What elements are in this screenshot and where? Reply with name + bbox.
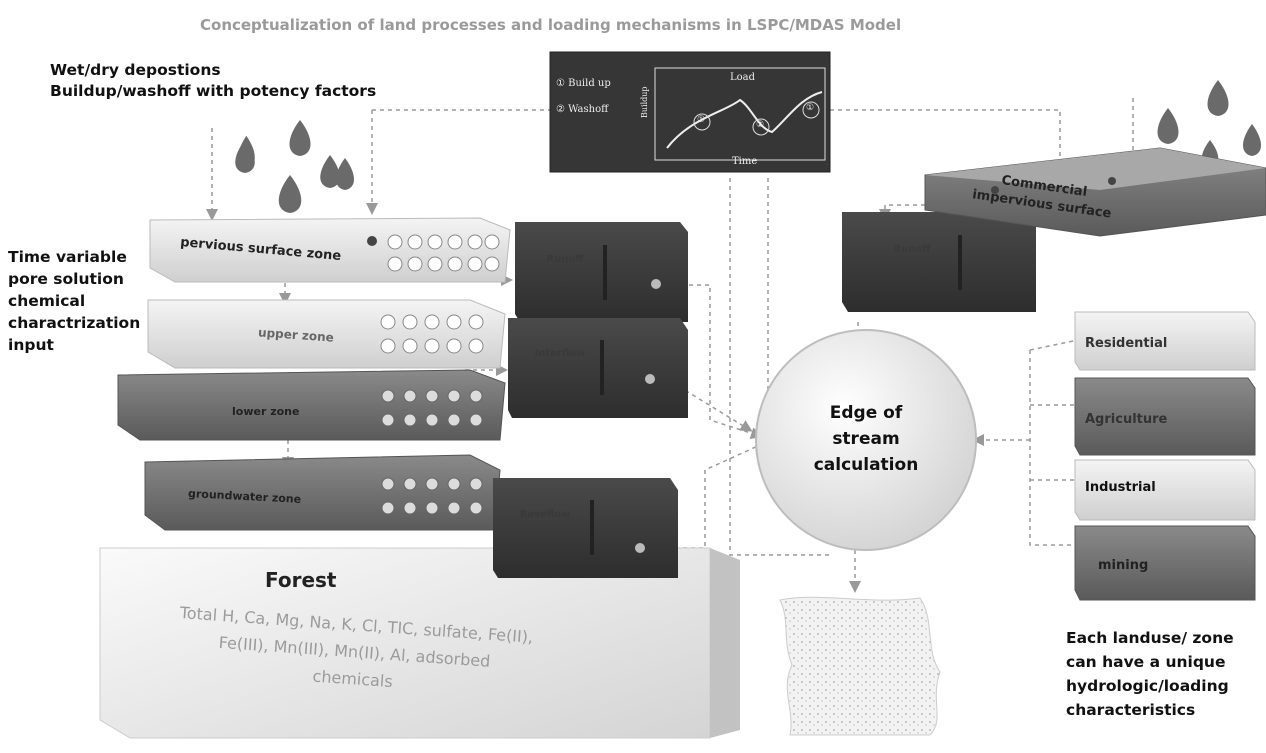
edge-of-stream-label: Edge of stream calculation <box>776 400 956 478</box>
landuse-note-line-1: Each landuse/ zone <box>1066 629 1234 647</box>
pore-note-line-3: chemical <box>8 292 86 310</box>
runoff-loadings-box <box>515 222 688 322</box>
landuse-agriculture-label: Agriculture <box>1085 412 1168 427</box>
baseflow-loadings-box <box>493 478 678 578</box>
baseflow-label-line-2: loadings <box>521 528 569 539</box>
lower-zone-label: lower zone <box>232 405 300 418</box>
diagram-title: Conceptualization of land processes and … <box>200 16 902 34</box>
landuse-mining-label: mining <box>1098 558 1149 573</box>
pore-note-line-2: pore solution <box>8 270 124 288</box>
landuse-note-line-2: can have a unique <box>1066 653 1226 671</box>
landuse-residential-label: Residential <box>1085 336 1168 351</box>
runoff-loadings-label: Runoff loadings <box>530 250 600 288</box>
baseflow-loadings-label: Baseflow loadings <box>505 505 585 543</box>
circle-line-1: Edge of <box>829 403 903 423</box>
pore-note-line-5: input <box>8 336 54 354</box>
pore-solution-note: Time variable pore solution chemical cha… <box>8 246 140 356</box>
chart-top-label: Load <box>730 72 756 83</box>
runoff-label-line-2: loadings <box>541 273 589 284</box>
landuse-stack <box>1074 311 1256 601</box>
forest-title: Forest <box>265 568 337 592</box>
chart-marker-1: ① <box>697 115 706 125</box>
deposition-note-line-1: Wet/dry depostions <box>50 61 221 79</box>
chart-legend-buildup: ① Build up <box>556 78 611 89</box>
deposition-note: Wet/dry depostions Buildup/washoff with … <box>50 60 376 102</box>
interflow-loadings-label: Interflow loadings <box>522 344 598 382</box>
interflow-label-line-1: Interflow <box>534 348 586 359</box>
landuse-note-line-3: hydrologic/loading <box>1066 677 1229 695</box>
upper-zone-slab <box>147 299 506 369</box>
runoff-loadings-box-right <box>842 212 1036 312</box>
runoff-loadings-right-label: Runoff loadings <box>872 240 952 278</box>
interflow-label-line-2: loadings <box>536 367 584 378</box>
landuse-note: Each landuse/ zone can have a unique hyd… <box>1066 626 1234 722</box>
landuse-industrial-label: Industrial <box>1085 480 1156 495</box>
runoff-right-label-line-1: Runoff <box>893 244 931 255</box>
chart-marker-3: ① <box>806 103 815 113</box>
chart-y-label: Buildup <box>640 86 649 118</box>
pore-note-line-1: Time variable <box>8 248 127 266</box>
pervious-surface-zone-slab <box>149 217 511 283</box>
runoff-right-label-line-2: loadings <box>888 263 936 274</box>
runoff-label-line-1: Runoff <box>546 254 584 265</box>
inset-chart <box>549 51 831 173</box>
stream-shape <box>779 596 941 736</box>
impervious-surface-block <box>924 147 1266 237</box>
raindrops-left <box>235 120 354 213</box>
groundwater-zone-slab <box>144 454 501 531</box>
circle-line-2: stream <box>832 429 900 449</box>
deposition-note-line-2: Buildup/washoff with potency factors <box>50 82 377 100</box>
baseflow-label-line-1: Baseflow <box>519 509 571 520</box>
interflow-loadings-box <box>508 318 688 418</box>
lower-zone-slab <box>117 369 506 441</box>
landuse-note-line-4: characteristics <box>1066 701 1196 719</box>
chart-legend-washoff: ② Washoff <box>556 104 609 115</box>
forest-block <box>99 547 740 739</box>
chart-marker-2: ② <box>756 120 765 130</box>
circle-line-3: calculation <box>813 455 919 475</box>
pore-note-line-4: charactrization <box>8 314 141 332</box>
chart-x-label: Time <box>732 156 758 167</box>
edge-of-stream-circle <box>755 329 977 551</box>
